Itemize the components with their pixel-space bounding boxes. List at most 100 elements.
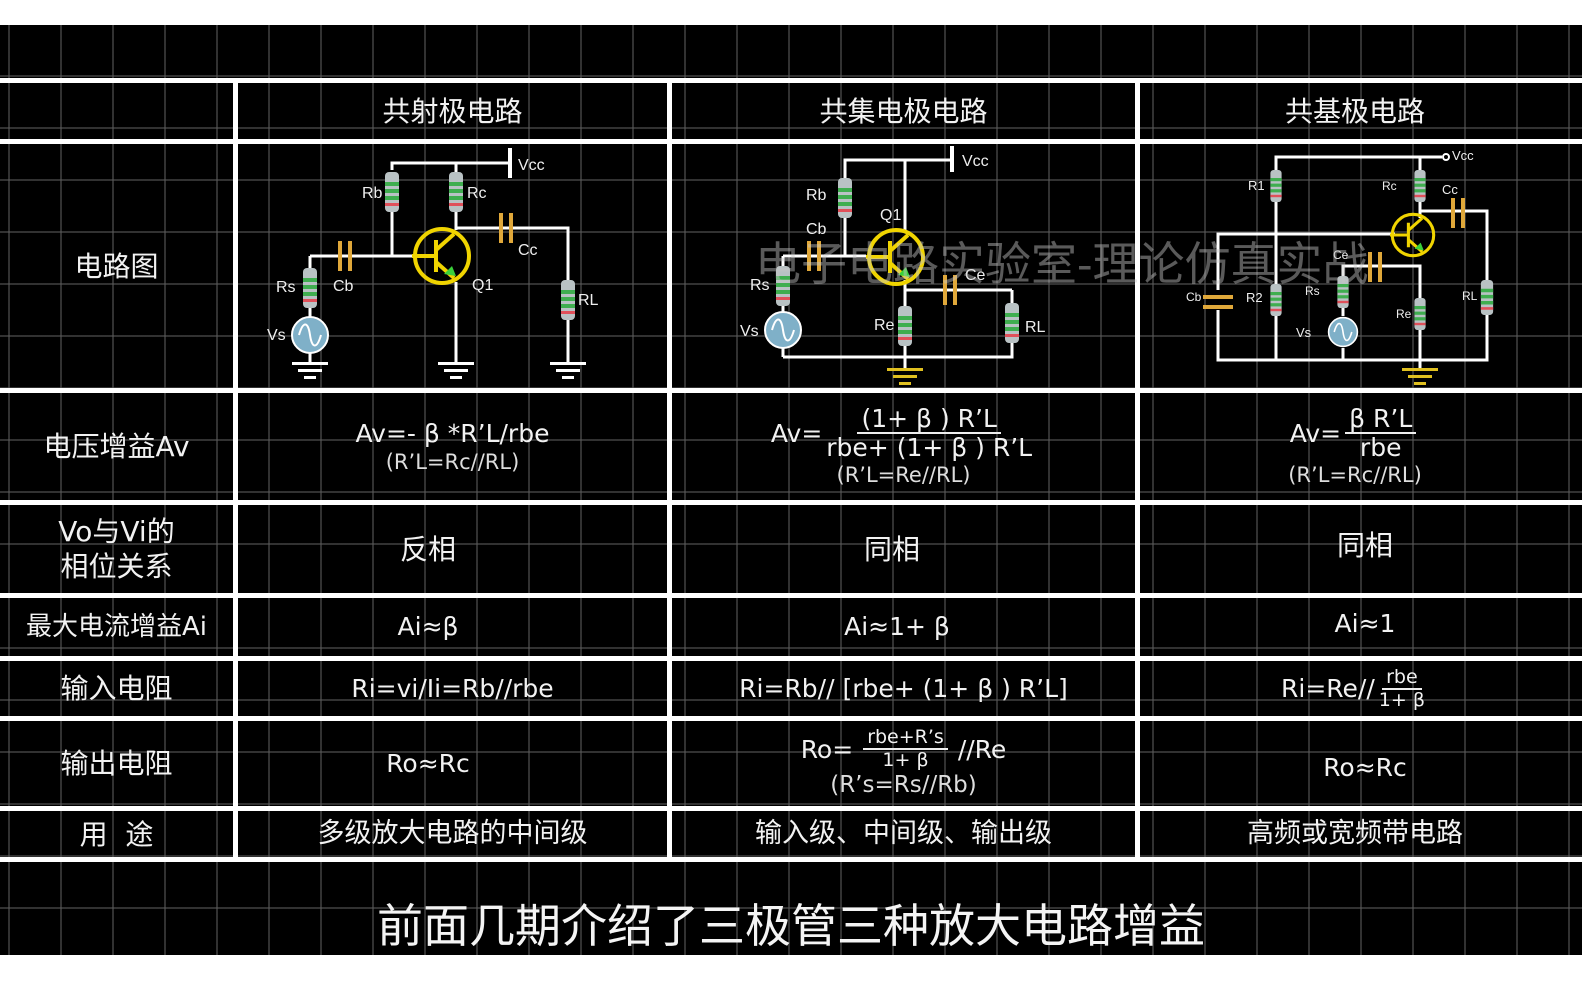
label-re: Re (874, 317, 895, 334)
label-r1: R1 (1248, 178, 1265, 193)
label-vcc: Vcc (962, 153, 989, 170)
cb-circuit-wires (1216, 155, 1489, 368)
row-label-usage: 用 途 (79, 817, 154, 851)
ce-circuit-parts (292, 172, 586, 379)
divider (0, 500, 1582, 505)
row-label-circuit: 电路图 (74, 249, 159, 283)
row-label-current-gain: 最大电流增益Ai (25, 611, 207, 642)
divider (0, 656, 1582, 661)
cb-av-numerator: β R’L (1345, 405, 1417, 435)
ce-av-note: (R’L=Rc//RL) (385, 450, 520, 474)
label-rs: Rs (750, 277, 770, 294)
label-cb: Cb (806, 221, 827, 238)
divider (0, 139, 1582, 144)
watermark: 电子电路实验室-理论仿真实战 (755, 237, 1369, 291)
row-label-phase-line2: 相位关系 (60, 550, 173, 583)
row-label-output-resistance: 输出电阻 (60, 747, 173, 780)
row-label-voltage-gain: 电压增益Av (43, 430, 190, 463)
cc-ro-denominator: 1+ β (882, 749, 929, 772)
divider (0, 593, 1582, 598)
cb-output-resistance: Ro≈Rc (1323, 753, 1407, 783)
divider (667, 83, 672, 857)
label-cc: Cc (518, 242, 538, 259)
label-re: Re (1396, 307, 1412, 321)
label-rc: Rc (1382, 179, 1397, 193)
label-rs: Rs (276, 279, 296, 296)
cb-ri-prefix: Ri=Re// (1281, 673, 1375, 703)
row-label-input-resistance: 输入电阻 (60, 672, 173, 705)
divider (0, 388, 1582, 393)
label-rs: Rs (1305, 284, 1320, 298)
label-q1: Q1 (472, 277, 493, 294)
cc-circuit-labels: Vcc Rb Cb Q1 Ce Rs Vs Re RL (740, 153, 1046, 340)
cc-ro-note: (R’s=Rs//Rb) (830, 772, 977, 799)
cc-av-prefix: Av= (770, 418, 823, 448)
cc-ro-suffix: //Re (957, 734, 1007, 764)
ce-av-formula: Av=- β *R’L/rbe (355, 418, 550, 448)
header-common-collector: 共集电极电路 (819, 94, 988, 128)
cb-av-prefix: Av= (1289, 418, 1342, 448)
label-rb: Rb (362, 185, 383, 202)
cc-ro-numerator: rbe+R’s (863, 727, 948, 751)
cc-av-denominator: rbe+ (1+ β ) R’L (826, 433, 1033, 463)
label-cb: Cb (333, 278, 354, 295)
label-cc: Cc (1442, 182, 1458, 197)
label-vs: Vs (740, 323, 759, 340)
video-frame (0, 25, 1582, 955)
cb-current-gain: Ai≈1 (1334, 609, 1396, 639)
label-vcc: Vcc (1452, 148, 1474, 163)
cc-usage: 输入级、中间级、输出级 (755, 818, 1052, 850)
cb-ri-numerator: rbe (1382, 666, 1422, 690)
label-vs: Vs (267, 327, 286, 344)
label-rl: RL (578, 292, 599, 309)
row-label-phase-line1: Vo与Vi的 (58, 515, 175, 548)
ce-circuit-labels: Vcc Rb Rc Cb Cc Rs Vs RL Q1 (267, 157, 599, 344)
label-rb: Rb (806, 187, 827, 204)
cc-av-note: (R’L=Re//RL) (836, 462, 971, 487)
video-subtitle: 前面几期介绍了三极管三种放大电路增益 (377, 899, 1205, 953)
label-q1: Q1 (880, 207, 901, 224)
cc-ro-prefix: Ro= (800, 734, 854, 764)
header-common-base: 共基极电路 (1284, 94, 1425, 128)
cb-circuit-labels: Vcc R1 Rc Cc Cb R2 Ce Rs Vs Re RL (1186, 148, 1478, 340)
ce-phase: 反相 (399, 532, 456, 566)
divider (1135, 83, 1140, 857)
label-vcc: Vcc (518, 157, 545, 174)
ce-voltage-gain: Av=- β *R’L/rbe (R’L=Rc//RL) (238, 393, 667, 500)
cb-av-denominator: rbe (1359, 433, 1402, 463)
vcc-terminal (1442, 153, 1450, 161)
label-vs: Vs (1296, 325, 1312, 340)
cb-av-note: (R’L=Rc//RL) (1288, 462, 1422, 487)
cc-phase: 同相 (863, 532, 920, 566)
label-r2: R2 (1246, 290, 1263, 305)
cc-current-gain: Ai≈1+ β (844, 612, 950, 642)
label-rl: RL (1462, 289, 1478, 303)
divider (233, 83, 238, 857)
ce-usage: 多级放大电路的中间级 (317, 818, 588, 850)
cb-usage: 高频或宽频带电路 (1247, 818, 1463, 850)
row-label-phase: Vo与Vi的相位关系 (0, 505, 233, 593)
divider (0, 806, 1582, 811)
cc-circuit-wires (781, 146, 1014, 368)
label-rc: Rc (467, 185, 487, 202)
divider (0, 78, 1582, 83)
cb-phase: 同相 (1336, 528, 1393, 562)
header-common-emitter: 共射极电路 (382, 94, 523, 128)
divider (0, 716, 1582, 721)
label-cb: Cb (1186, 290, 1202, 304)
cc-input-resistance: Ri=Rb// [rbe+ (1+ β ) R’L] (739, 673, 1068, 703)
ce-output-resistance: Ro≈Rc (386, 748, 470, 778)
label-rl: RL (1025, 319, 1046, 336)
divider (0, 857, 1582, 862)
ce-current-gain: Ai≈β (397, 612, 459, 642)
cc-av-numerator: (1+ β ) R’L (857, 405, 1001, 435)
